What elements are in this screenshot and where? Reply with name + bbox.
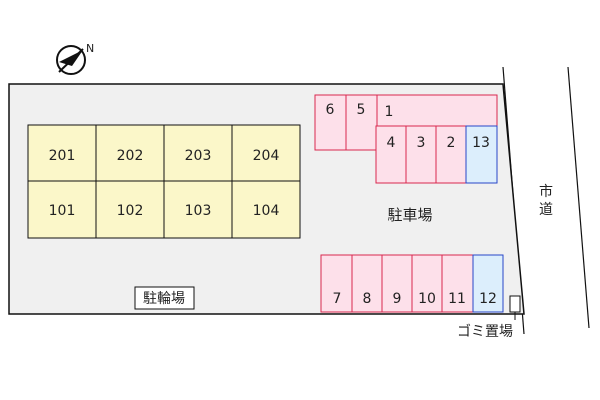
garbage-area: ゴミ置場 bbox=[457, 295, 521, 340]
unit-104: 104 bbox=[253, 203, 280, 219]
parking-space-11 bbox=[441, 254, 474, 313]
space-label-6: 6 bbox=[326, 102, 335, 118]
garbage-area-label: ゴミ置場 bbox=[457, 323, 513, 340]
unit-101: 101 bbox=[49, 203, 76, 219]
space-label-12: 12 bbox=[479, 291, 497, 307]
space-label-3: 3 bbox=[417, 135, 426, 151]
bicycle-parking: 駐輪場 bbox=[134, 286, 195, 310]
parking-space-12 bbox=[472, 254, 504, 313]
unit-103: 103 bbox=[185, 203, 212, 219]
unit-203: 203 bbox=[185, 148, 212, 164]
road-edge-right bbox=[567, 66, 590, 329]
north-arrow-icon: N bbox=[56, 42, 94, 75]
space-label-8: 8 bbox=[363, 291, 372, 307]
space-label-7: 7 bbox=[333, 291, 342, 307]
unit-102: 102 bbox=[117, 203, 144, 219]
parking-space-2 bbox=[435, 125, 467, 184]
space-label-4: 4 bbox=[387, 135, 396, 151]
parking-space-10 bbox=[411, 254, 443, 313]
space-label-1: 1 bbox=[385, 104, 394, 120]
unit-201: 201 bbox=[49, 148, 76, 164]
space-label-9: 9 bbox=[393, 291, 402, 307]
bicycle-parking-label: 駐輪場 bbox=[143, 290, 185, 307]
parking-space-8 bbox=[351, 254, 383, 313]
space-label-11: 11 bbox=[448, 291, 466, 307]
parking-bottom: 7 8 9 10 11 12 bbox=[320, 254, 504, 313]
road-label-1: 市 bbox=[539, 183, 553, 200]
space-label-13: 13 bbox=[472, 135, 490, 151]
parking-space-6 bbox=[314, 94, 347, 151]
space-label-5: 5 bbox=[357, 102, 366, 118]
north-label: N bbox=[86, 42, 94, 55]
parking-space-7 bbox=[320, 254, 353, 313]
parking-label: 駐車場 bbox=[387, 206, 432, 224]
unit-204: 204 bbox=[253, 148, 280, 164]
parking-space-13 bbox=[465, 125, 498, 184]
parking-top: 6 5 1 4 3 2 13 bbox=[314, 94, 498, 184]
road-label-2: 道 bbox=[539, 202, 553, 218]
space-label-10: 10 bbox=[418, 291, 436, 307]
space-label-2: 2 bbox=[447, 135, 456, 151]
building: 201 202 203 204 101 102 103 104 bbox=[27, 124, 301, 239]
parking-space-1 bbox=[376, 94, 498, 127]
unit-202: 202 bbox=[117, 148, 144, 164]
